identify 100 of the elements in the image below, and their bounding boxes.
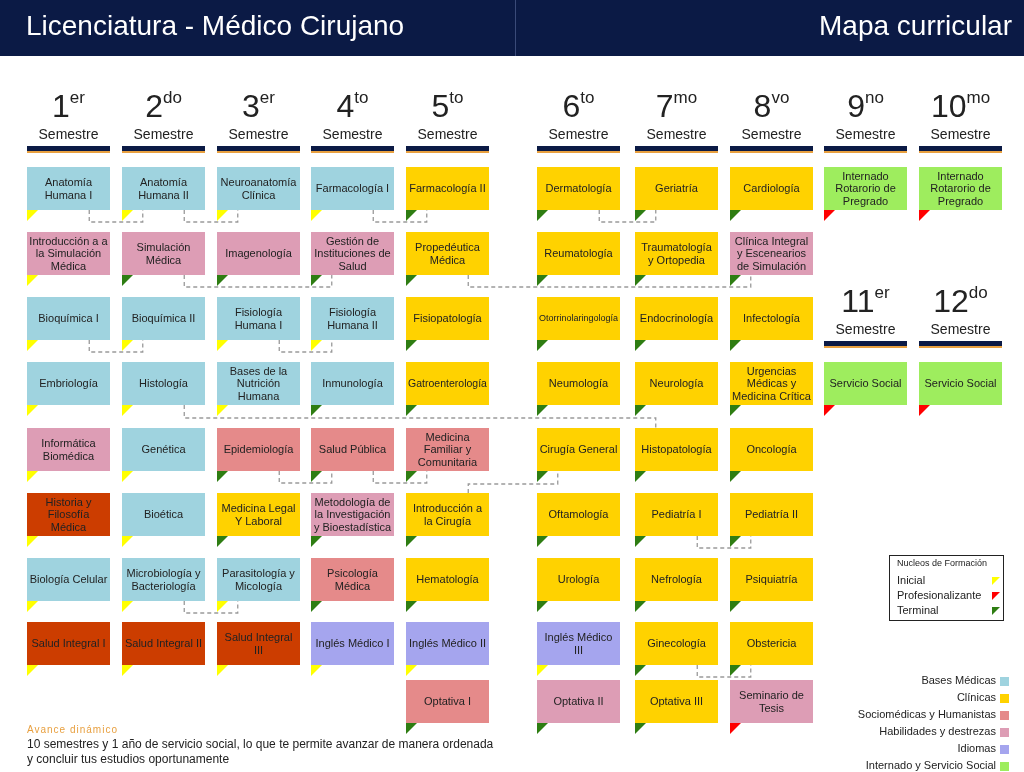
course-box: Fisiología Humana I: [217, 297, 300, 340]
legend-label: Clínicas: [956, 691, 996, 703]
course-box: Oncología: [730, 428, 813, 471]
semester-label: Semestre: [132, 126, 195, 142]
connector-line: [183, 600, 239, 614]
semester-number: 11$^{er}$: [840, 283, 891, 319]
connector-line: [372, 209, 428, 223]
course-box: Gatroenterología: [406, 362, 489, 405]
connector-line: [696, 664, 752, 678]
legend-label: Sociomédicas y Humanistas: [857, 708, 996, 720]
course-box: Bioquímica I: [27, 297, 110, 340]
course-box: Oftamología: [537, 493, 620, 536]
semester-label: Semestre: [929, 321, 992, 337]
semester-number: 9$^{no}$: [846, 88, 885, 124]
course-box: Cardiología: [730, 167, 813, 210]
course-box: Bioquímica II: [122, 297, 205, 340]
course-box: Genética: [122, 428, 205, 471]
course-box: Medicina Legal Y Laboral: [217, 493, 300, 536]
course-box: Neuroanatomía Clínica: [217, 167, 300, 210]
course-box: Endocrinología: [635, 297, 718, 340]
course-box: Fisiología Humana II: [311, 297, 394, 340]
course-box: Metodología de la Investigación y Bioestadística: [311, 493, 394, 536]
course-box: Parasitología y Micología: [217, 558, 300, 601]
semester-number: 2$^{do}$: [144, 88, 183, 124]
connector-line: [372, 470, 428, 484]
semester-number: 6$^{to}$: [561, 88, 596, 124]
course-box: Geriatría: [635, 167, 718, 210]
semester-label: Semestre: [416, 126, 479, 142]
course-box: Microbiología y Bacteriología: [122, 558, 205, 601]
course-box: Hematología: [406, 558, 489, 601]
semester-number: 10$^{mo}$: [929, 88, 992, 124]
semester-label: Semestre: [740, 126, 803, 142]
course-box: Salud Integral III: [217, 622, 300, 665]
legend-label: Inicial: [897, 574, 926, 586]
course-box: Servicio Social: [824, 362, 907, 405]
semester-number: 4$^{to}$: [335, 88, 370, 124]
semester-label: Semestre: [834, 321, 897, 337]
course-box: Psicología Médica: [311, 558, 394, 601]
course-box: Historia y Filosofía Médica: [27, 493, 110, 536]
course-box: Neumología: [537, 362, 620, 405]
course-box: Biología Celular: [27, 558, 110, 601]
semester-label: Semestre: [834, 126, 897, 142]
course-box: Anatomía Humana I: [27, 167, 110, 210]
connector-line: [183, 209, 239, 223]
course-box: Gestión de Instituciones de Salud: [311, 232, 394, 275]
course-box: Seminario de Tesis: [730, 680, 813, 723]
course-box: Urología: [537, 558, 620, 601]
course-box: Introducción a la Cirugía: [406, 493, 489, 536]
course-box: Histopatología: [635, 428, 718, 471]
course-box: Nefrología: [635, 558, 718, 601]
course-box: Informática Biomédica: [27, 428, 110, 471]
course-box: Salud Pública: [311, 428, 394, 471]
legend-label: Profesionalizante: [897, 589, 982, 601]
course-box: Obstericia: [730, 622, 813, 665]
course-box: Ginecología: [635, 622, 718, 665]
course-box: Simulación Médica: [122, 232, 205, 275]
semester-label: Semestre: [929, 126, 992, 142]
course-box: Pediatría I: [635, 493, 718, 536]
connector-line: [278, 339, 333, 353]
semester-number: 5$^{to}$: [430, 88, 465, 124]
connector-line: [467, 274, 752, 288]
legend-label: Habilidades y destrezas: [879, 725, 996, 737]
course-box: Clínica Integral y Escenearios de Simulación: [730, 232, 813, 275]
course-box: Infectología: [730, 297, 813, 340]
course-box: Inglés Médico I: [311, 622, 394, 665]
course-box: Anatomía Humana II: [122, 167, 205, 210]
section-heading: Avance dinámico: [27, 724, 118, 735]
legend-label: Internado y Servicio Social: [865, 759, 996, 771]
semester-number: 12$^{do}$: [932, 283, 989, 319]
course-box: Cirugía General: [537, 428, 620, 471]
page-title: Licenciatura - Médico Cirujano: [26, 10, 405, 42]
course-box: Introducción a a la Simulación Médica: [27, 232, 110, 275]
course-box: Pediatría II: [730, 493, 813, 536]
semester-number: 1$^{er}$: [51, 88, 86, 124]
course-box: Optativa II: [537, 680, 620, 723]
course-box: Urgencias Médicas y Medicina Crítica: [730, 362, 813, 405]
semester-number: 3$^{er}$: [241, 88, 276, 124]
course-box: Internado Rotarorio de Pregrado: [919, 167, 1002, 210]
course-box: Fisiopatología: [406, 297, 489, 340]
course-box: Histología: [122, 362, 205, 405]
course-box: Reumatología: [537, 232, 620, 275]
course-box: Inmunología: [311, 362, 394, 405]
course-box: Bases de la Nutrición Humana: [217, 362, 300, 405]
course-box: Traumatología y Ortopedia: [635, 232, 718, 275]
course-box: Salud Integral I: [27, 622, 110, 665]
connector-line: [598, 209, 657, 223]
course-box: Propedéutica Médica: [406, 232, 489, 275]
connector-line: [183, 404, 657, 429]
description-text: 10 semestres y 1 año de servicio social, lo que te permite avanzar de manera ordenada y concluir tus estudios oportunamente: [27, 737, 495, 767]
semester-number: 7$^{mo}$: [654, 88, 699, 124]
connector-line: [278, 470, 333, 484]
connector-line: [696, 535, 752, 549]
legend-label: Idiomas: [957, 742, 996, 754]
course-box: Otorrinolaringología: [537, 297, 620, 340]
course-box: Inglés Médico II: [406, 622, 489, 665]
semester-label: Semestre: [227, 126, 290, 142]
semester-number: 8$^{vo}$: [752, 88, 791, 124]
course-box: Inglés Médico III: [537, 622, 620, 665]
semester-label: Semestre: [321, 126, 384, 142]
course-box: Imagenología: [217, 232, 300, 275]
